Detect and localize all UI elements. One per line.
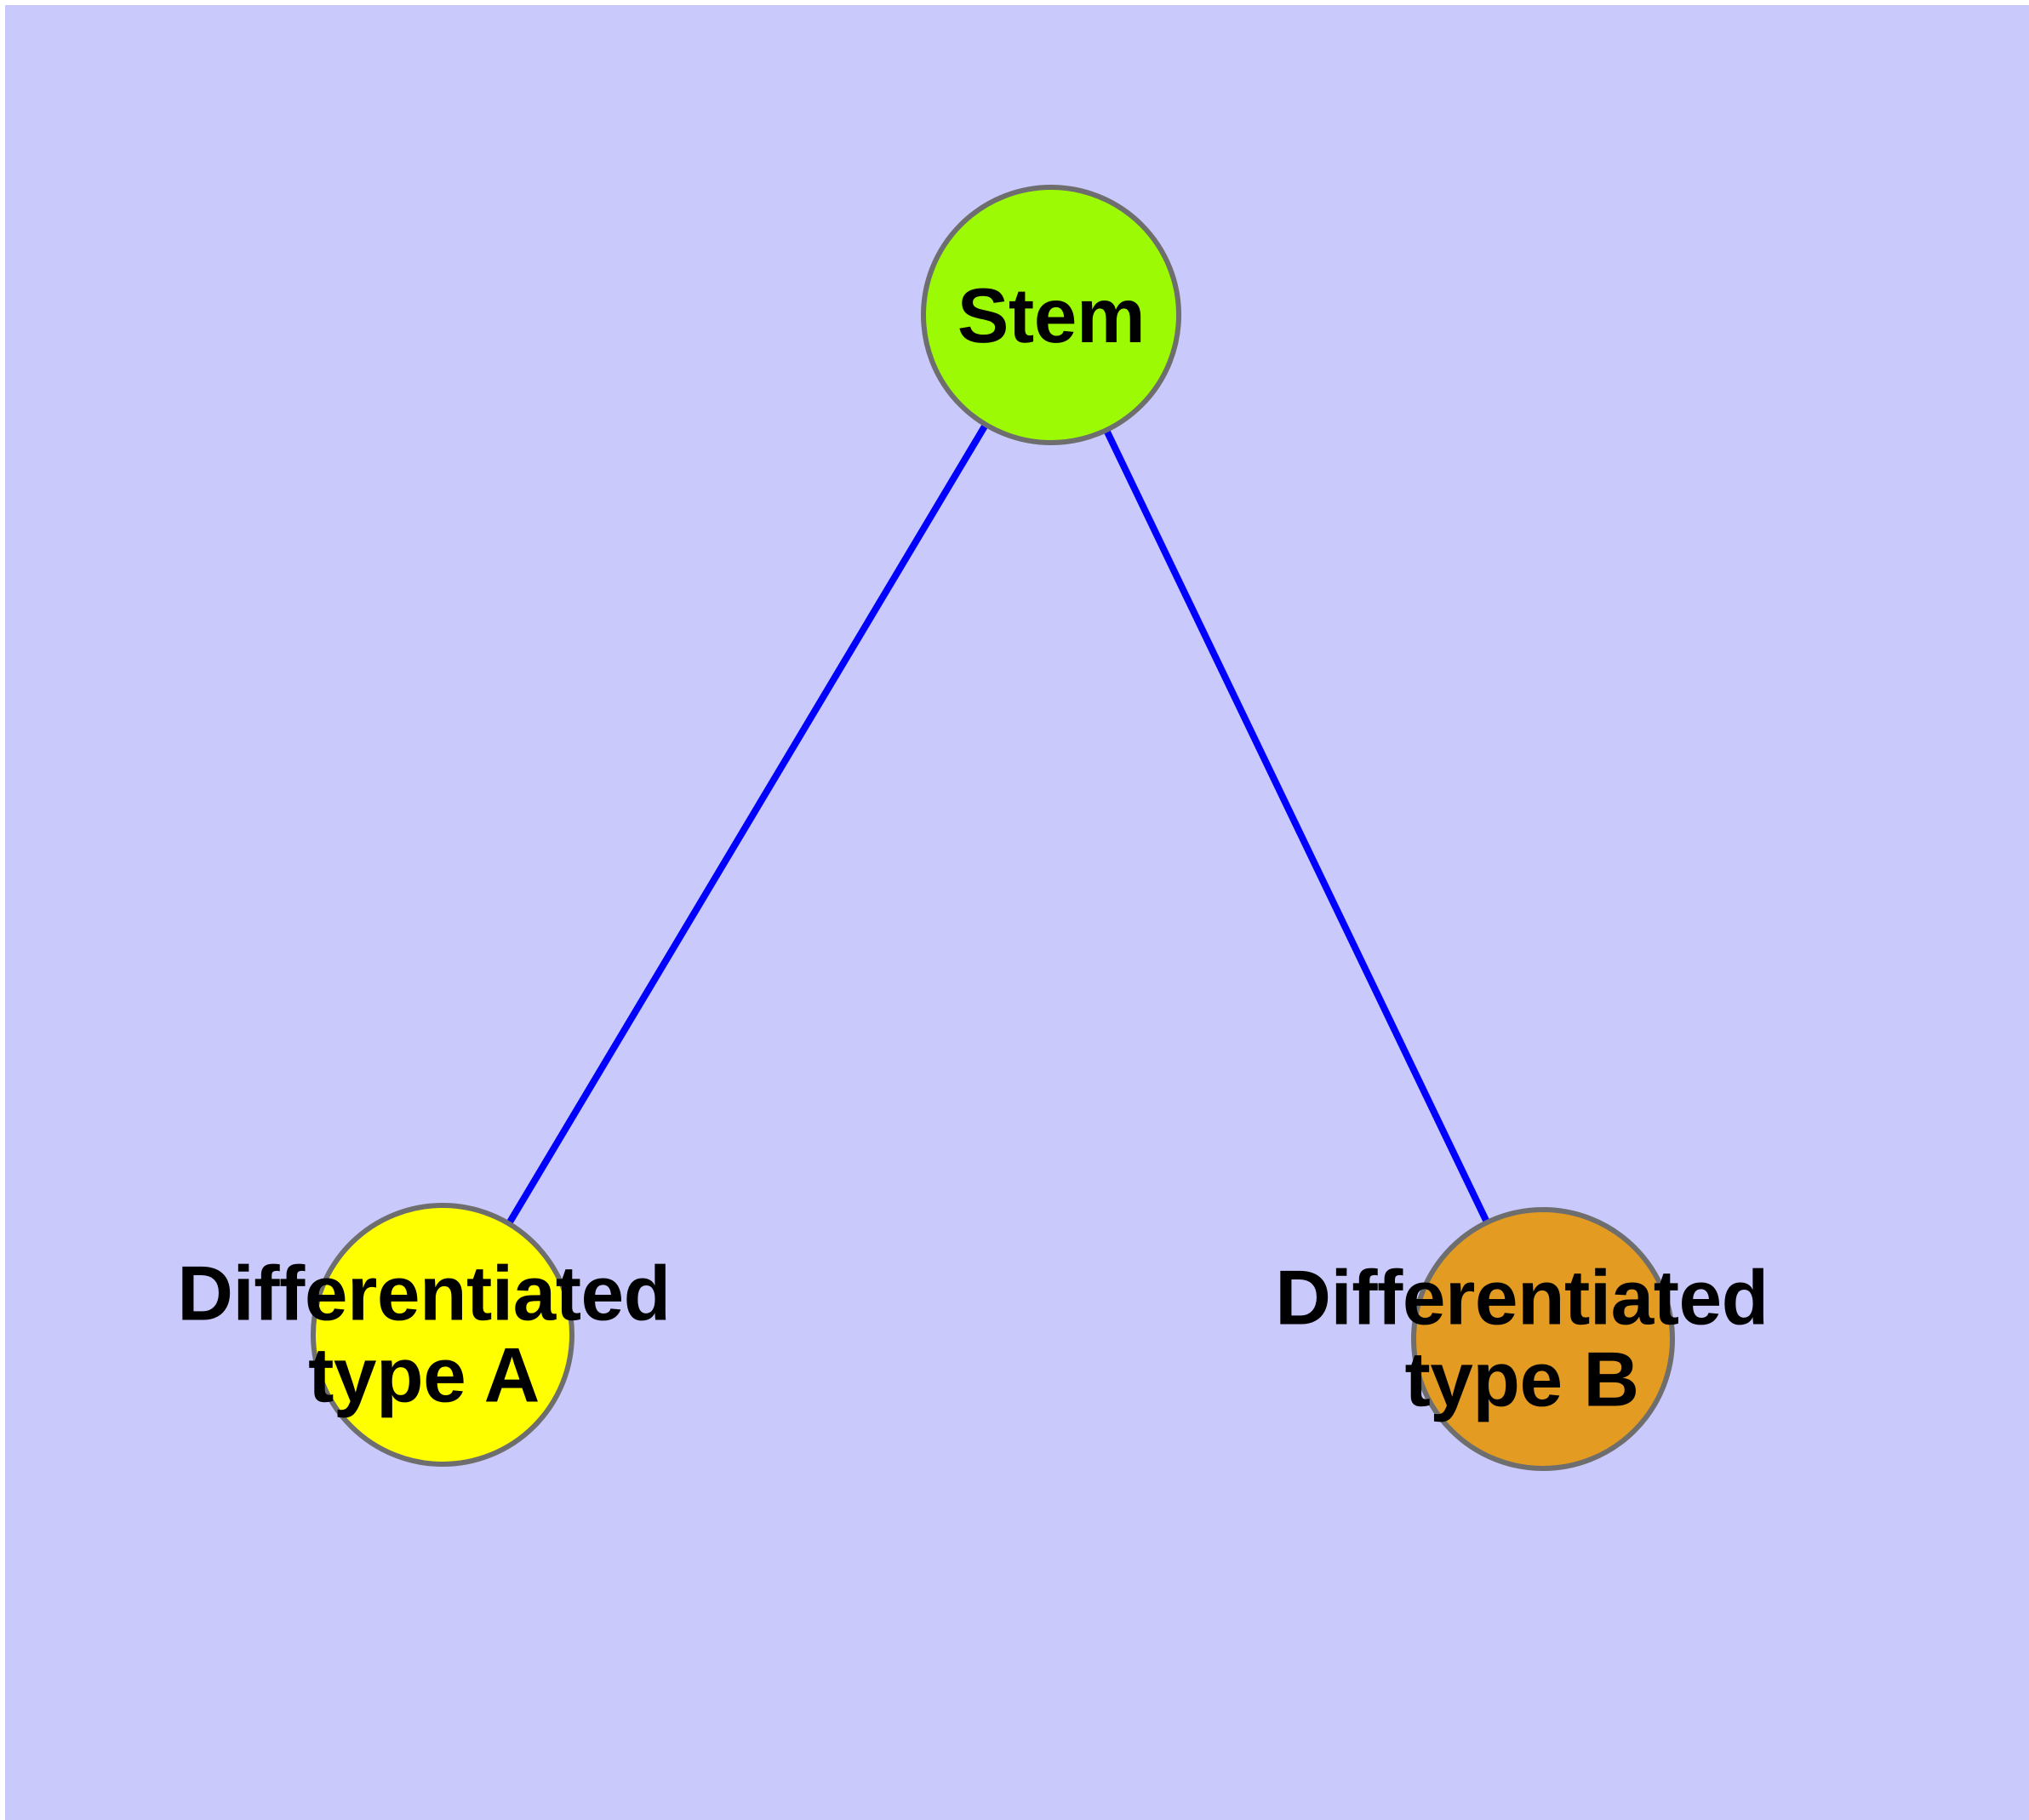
node-layer (311, 185, 1675, 1471)
node-circle-diff-a[interactable] (311, 1203, 574, 1467)
node-circle-stem[interactable] (921, 185, 1181, 445)
edge-stem-diff-b[interactable] (1048, 313, 1546, 1341)
edge-stem-diff-a[interactable] (439, 312, 1055, 1337)
edge-layer (439, 312, 1546, 1341)
node-circle-diff-b[interactable] (1411, 1207, 1675, 1471)
